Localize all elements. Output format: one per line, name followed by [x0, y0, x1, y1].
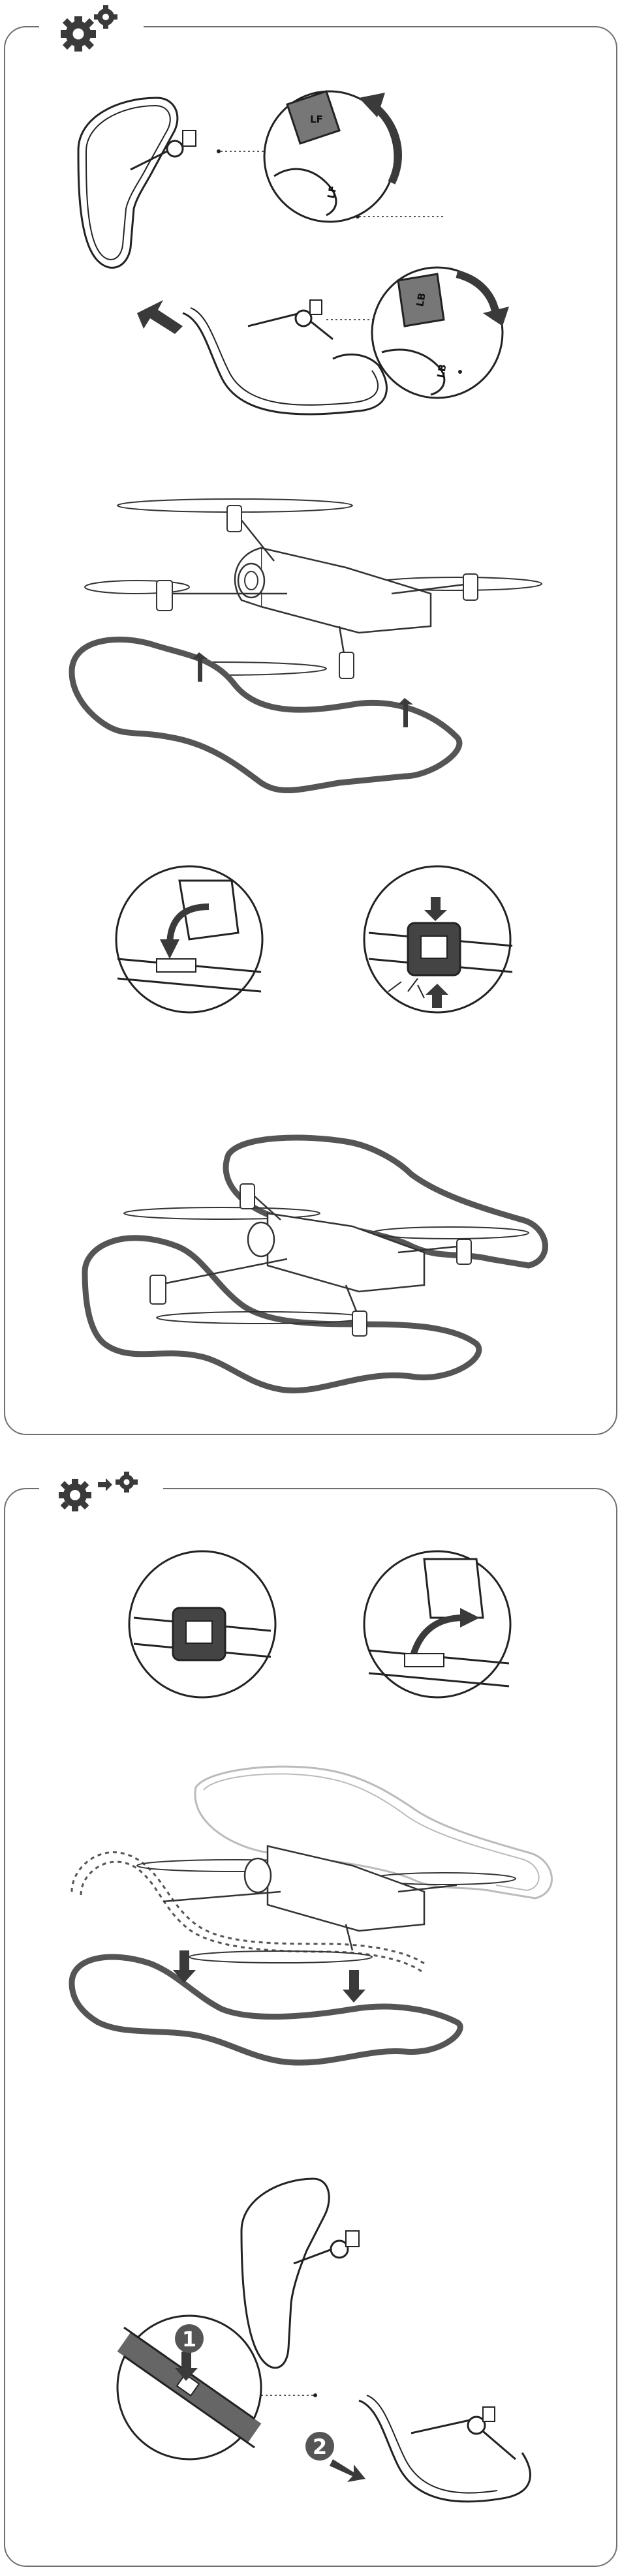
lf-label-zoom: LF — [310, 114, 323, 125]
clip-lock-detail-illustration — [111, 861, 529, 1018]
drone-attach-guards-illustration — [65, 489, 568, 802]
gear-pair-icon — [39, 0, 144, 52]
lb-label-zoom: LB — [414, 292, 427, 308]
drone-detach-guards-illustration — [65, 1761, 568, 2074]
lf-label-arm: LF — [325, 185, 339, 200]
step-1-number: 1 — [182, 2327, 196, 2352]
gear-arrow-gear-icon — [39, 1468, 163, 1513]
step-2-number: 2 — [313, 2434, 327, 2459]
lb-label-arm: LB — [435, 363, 448, 379]
drone-guards-installed-illustration — [72, 1129, 561, 1416]
guard-arm-labels-illustration: LF LF LB LB — [52, 78, 548, 444]
guard-removal-steps-illustration: 1 2 — [98, 2153, 568, 2551]
clip-unlock-detail-illustration — [124, 1546, 529, 1703]
